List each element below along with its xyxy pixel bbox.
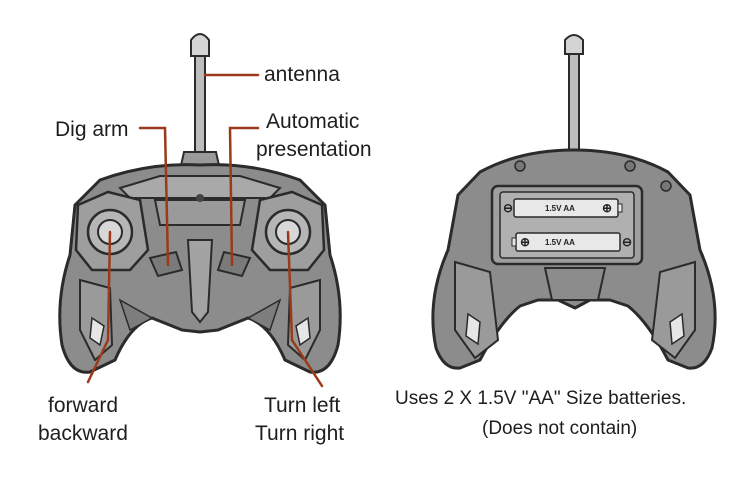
- turn-leader: [286, 230, 324, 388]
- presentation-label: presentation: [256, 138, 372, 161]
- forward-label: forward: [48, 394, 118, 417]
- lower-right-rib: [246, 298, 282, 332]
- battery-bottom: 1.5V AA ⊕ ⊖: [511, 232, 632, 252]
- turn-left-label: Turn left: [264, 394, 340, 417]
- dig-arm-leader: [138, 126, 170, 267]
- battery-bottom-label: 1.5V AA: [545, 238, 575, 247]
- front-controller: [58, 33, 342, 374]
- back-antenna-tip: [564, 34, 584, 55]
- antenna-rod: [194, 54, 206, 156]
- back-controller: 1.5V AA ⊖ ⊕ 1.5V AA ⊕ ⊖: [431, 34, 717, 370]
- back-left-grip-highlight: [465, 312, 481, 346]
- battery-top: 1.5V AA ⊖ ⊕: [503, 198, 623, 218]
- top-left-screw: [514, 160, 526, 172]
- battery-top-plus: ⊕: [602, 201, 612, 215]
- battery-top-minus: ⊖: [503, 201, 513, 215]
- dig-arm-label: Dig arm: [55, 118, 129, 141]
- backward-label: backward: [38, 422, 128, 445]
- turn-right-label: Turn right: [255, 422, 344, 445]
- antenna-label: antenna: [264, 63, 340, 86]
- leader-lines: [86, 73, 324, 388]
- top-right-screw: [624, 160, 636, 172]
- side-screw: [660, 180, 672, 192]
- center-panel: [153, 199, 247, 226]
- automatic-label: Automatic: [266, 110, 359, 133]
- left-grip-highlight: [89, 316, 105, 347]
- antenna-tip: [190, 33, 210, 57]
- battery-caption-line1: Uses 2 X 1.5V "AA" Size batteries.: [395, 388, 686, 409]
- back-right-grip-highlight: [669, 312, 685, 346]
- center-fin: [186, 239, 214, 324]
- automatic-leader: [228, 126, 260, 267]
- battery-bottom-plus: ⊕: [520, 235, 530, 249]
- lower-left-rib: [118, 298, 154, 332]
- battery-top-label: 1.5V AA: [545, 204, 575, 213]
- battery-caption-line2: (Does not contain): [482, 418, 637, 439]
- center-dot: [196, 194, 204, 202]
- battery-bottom-minus: ⊖: [622, 235, 632, 249]
- forward-leader: [86, 230, 112, 384]
- back-center-notch: [543, 267, 607, 301]
- back-antenna-rod: [568, 51, 580, 151]
- right-grip-highlight: [295, 316, 311, 347]
